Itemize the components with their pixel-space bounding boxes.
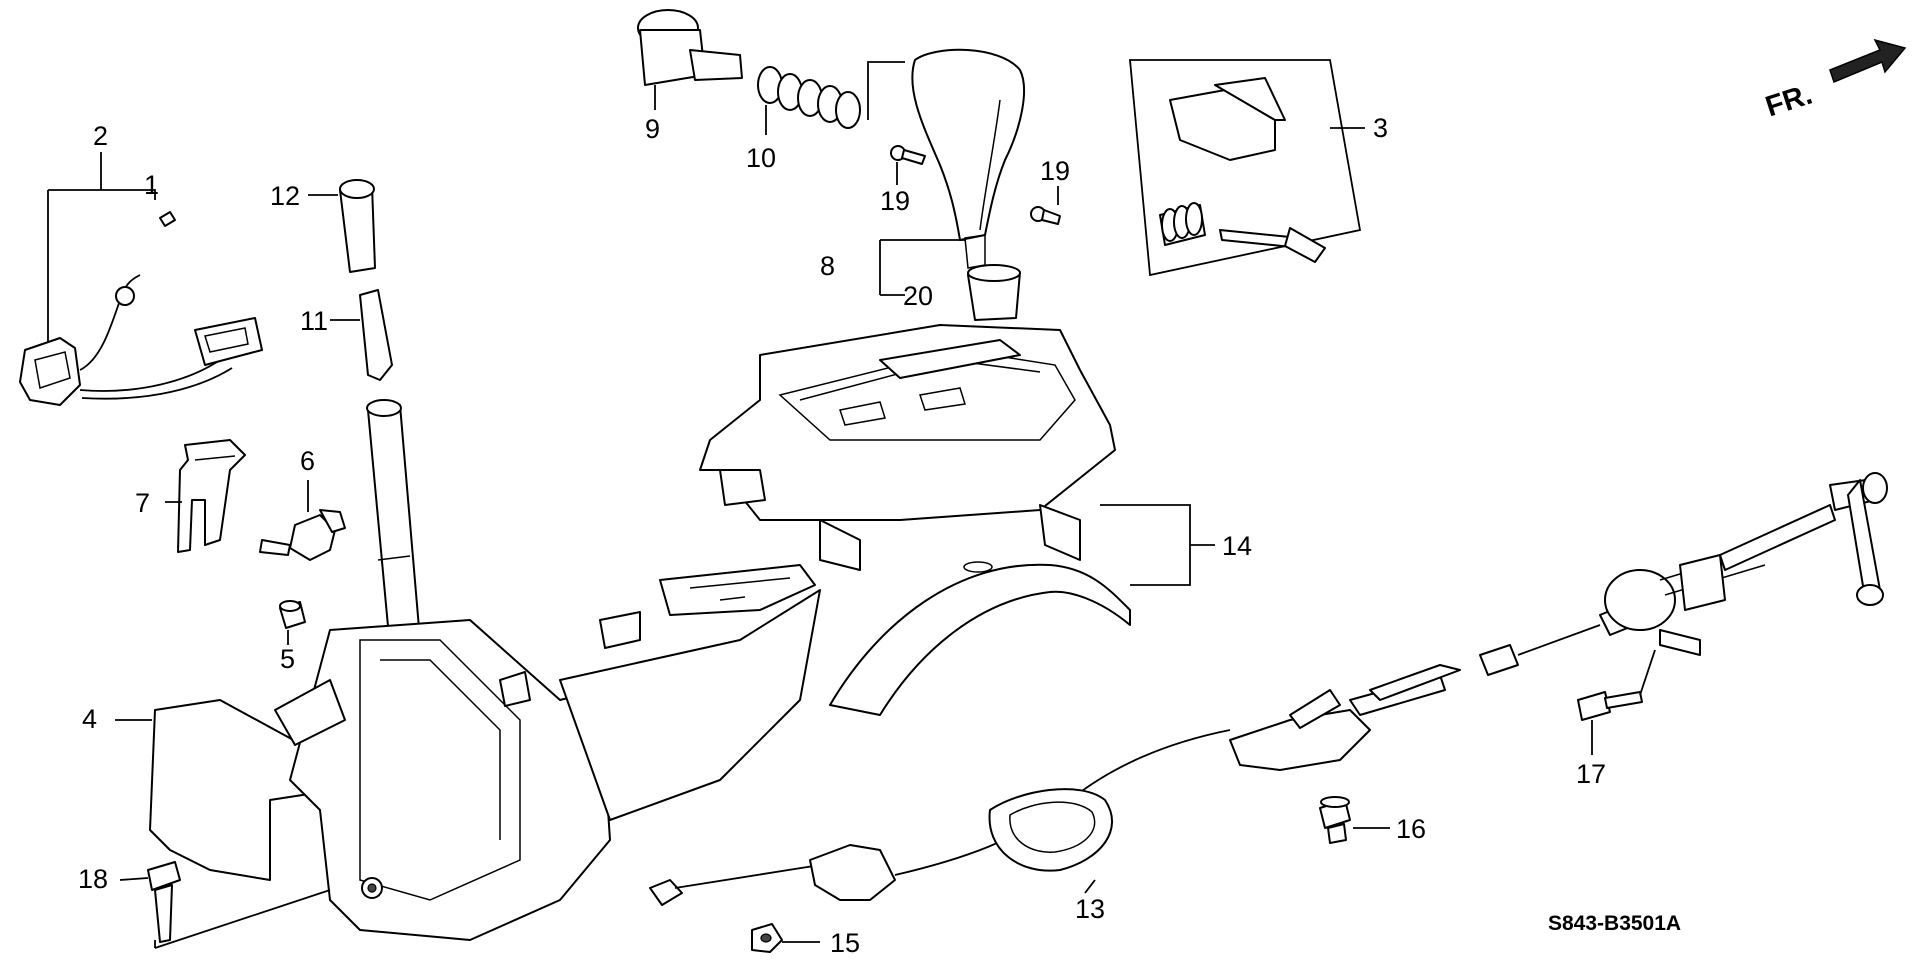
callout-3: 3 [1373,113,1388,143]
callout-17: 17 [1576,759,1606,789]
wire-harness-part [19,152,263,406]
callout-6: 6 [300,446,315,476]
callout-14: 14 [1222,531,1252,561]
screw-part-19a [890,145,926,185]
button-part-9 [637,9,743,110]
arc-cover-part-14 [829,561,1131,716]
screw-part-19b [1030,186,1061,225]
shift-cable-part-13 [649,472,1888,906]
solenoid-assembly-part-3 [1129,59,1365,277]
shift-lever-base-part-4 [115,564,821,941]
callout-12: 12 [270,181,300,211]
shift-lever-shaft [366,399,421,649]
boot-part-20 [967,264,1021,321]
bracket-part-7 [165,439,246,553]
indicator-panel-part-14 [699,324,1215,586]
fr-label: FR. [1762,79,1816,124]
diagram-code: S843-B3501A [1548,912,1681,935]
callout-16: 16 [1396,814,1426,844]
pin-part-11 [330,289,393,381]
nut-part-15 [751,923,820,953]
spring-part-10 [757,66,861,135]
callout-2: 2 [93,121,108,151]
callout-7: 7 [135,488,150,518]
callout-10: 10 [746,143,776,173]
callout-8: 8 [820,251,835,281]
callout-15: 15 [830,928,860,958]
callout-19a: 19 [880,186,910,216]
callout-9: 9 [645,114,660,144]
bolt-part-18 [119,861,331,949]
callout-5: 5 [280,644,295,674]
callout-4: 4 [82,704,97,734]
bolt-part-17 [1577,649,1656,755]
callout-1: 1 [144,170,159,200]
callout-18: 18 [78,864,108,894]
collar-part-5 [279,600,306,645]
callout-13: 13 [1075,894,1105,924]
bolt-part-16 [1319,796,1390,844]
bolt-part-12 [308,179,376,273]
callout-20: 20 [903,281,933,311]
callout-11: 11 [300,306,328,336]
callout-19b: 19 [1040,156,1070,186]
sensor-part-6 [259,480,346,561]
shift-knob-part-8 [867,48,1026,296]
front-direction-arrow: FR. [1762,38,1907,124]
